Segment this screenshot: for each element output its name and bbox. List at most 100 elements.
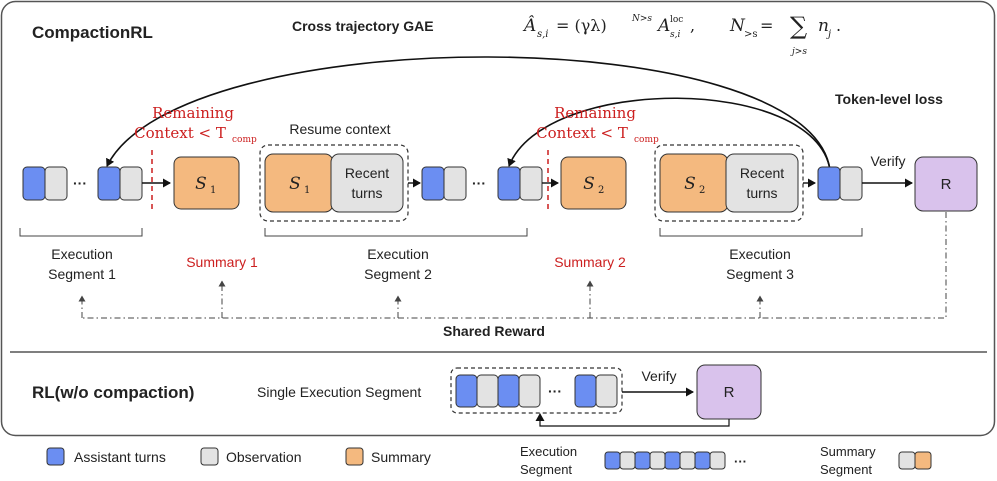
ellipsis: ··· <box>472 175 486 191</box>
assistant-turn-block <box>694 451 711 470</box>
observation-block <box>519 166 543 201</box>
svg-text:j: j <box>826 29 831 40</box>
observation-block <box>119 166 143 201</box>
recent-turns-label: Recent <box>740 165 784 181</box>
verify-label: Verify <box>870 153 905 169</box>
summary-1-label: Summary 1 <box>186 254 258 270</box>
svg-text:=: = <box>760 16 773 35</box>
observation-block <box>679 451 696 470</box>
assistant-turn-block <box>497 166 521 201</box>
svg-text:s,i: s,i <box>537 29 549 40</box>
svg-text:n: n <box>818 16 829 36</box>
summary-2-label: Summary 2 <box>554 254 626 270</box>
summary-s2-label: S <box>583 174 595 194</box>
svg-text:s,i: s,i <box>670 30 680 40</box>
segment-3-label: Execution <box>729 246 790 262</box>
outer-frame <box>0 0 996 437</box>
resume-context-box-2 <box>654 144 804 222</box>
observation-block <box>476 374 499 408</box>
segment-3-blocks <box>817 166 863 201</box>
legend-summary-seg-label: Segment <box>820 462 872 477</box>
ellipsis: ··· <box>548 383 562 399</box>
comp-subscript-1: comp <box>232 135 257 145</box>
observation-block <box>709 451 726 470</box>
summary-s1-label: S <box>195 174 207 194</box>
svg-text:>s: >s <box>744 29 758 40</box>
compactionrl-title: CompactionRL <box>32 23 153 42</box>
segment-3-label: Segment 3 <box>726 266 794 282</box>
segment-2-label: Execution <box>367 246 428 262</box>
remaining-label-2: Remaining <box>554 104 636 122</box>
svg-text:.: . <box>836 16 841 35</box>
segment-3-bracket <box>659 228 863 237</box>
observation-block <box>443 166 467 201</box>
summary-s2 <box>560 156 627 210</box>
recent-turns-label: Recent <box>345 165 389 181</box>
svg-text:N>s: N>s <box>631 14 652 24</box>
observation-block <box>898 451 916 470</box>
segment-1-blocks: ··· <box>22 166 143 201</box>
recent-turns-label: turns <box>351 185 382 201</box>
segment-1-label: Execution <box>51 246 112 262</box>
context-label-2: Context < T <box>536 124 628 142</box>
shared-reward-lines <box>78 212 947 319</box>
bottom-reward-label: R <box>724 384 735 401</box>
observation-block <box>649 451 666 470</box>
svg-text:,: , <box>690 16 695 35</box>
svg-text:loc: loc <box>670 15 683 25</box>
assistant-turn-block <box>97 166 121 201</box>
summary-s1-resumed-sub: 1 <box>304 185 310 196</box>
observation-block <box>518 374 541 408</box>
ellipsis: ··· <box>73 175 87 191</box>
legend-exec-ellipsis: ··· <box>734 454 747 469</box>
legend-assistant-swatch <box>46 447 65 466</box>
gae-formula: Â s,i = (γλ) N>s A loc s,i , N >s = ∑ j>… <box>522 12 841 57</box>
assistant-turn-block <box>664 451 681 470</box>
svg-text:A: A <box>656 16 670 36</box>
assistant-turn-block <box>22 166 46 201</box>
recent-turns-box-2 <box>725 153 799 213</box>
summary-s2-resumed-sub: 2 <box>699 185 705 196</box>
reward-label: R <box>941 176 952 193</box>
reward-box <box>914 156 978 212</box>
legend-summary-label: Summary <box>371 449 431 465</box>
gae-arc-long <box>106 56 831 171</box>
observation-block <box>44 166 68 201</box>
summary-s1-sub: 1 <box>210 185 216 196</box>
assistant-turn-block <box>497 374 520 408</box>
summary-block <box>914 451 932 470</box>
assistant-turn-block <box>421 166 445 201</box>
svg-text:j>s: j>s <box>790 47 807 57</box>
svg-text:∑: ∑ <box>790 12 807 40</box>
token-loss-label: Token-level loss <box>835 91 943 107</box>
rl-baseline-title: RL(w/o compaction) <box>32 383 194 402</box>
gae-title: Cross trajectory GAE <box>292 18 434 34</box>
segment-2-blocks: ··· <box>421 166 543 201</box>
svg-text:Â: Â <box>522 15 536 36</box>
assistant-turn-block <box>604 451 621 470</box>
remaining-label-1: Remaining <box>152 104 234 122</box>
svg-text:N: N <box>729 16 746 36</box>
recent-turns-box-1 <box>330 153 404 213</box>
segment-2-bracket <box>264 228 528 237</box>
gae-arc-short <box>507 97 831 171</box>
segment-1-bracket <box>19 228 143 237</box>
summary-s1-resumed-label: S <box>289 174 301 194</box>
bottom-feedback-arrow <box>535 413 730 427</box>
observation-block <box>595 374 618 408</box>
assistant-turn-block <box>455 374 478 408</box>
single-segment-blocks: ··· <box>455 374 618 408</box>
legend: Assistant turns Observation Summary Exec… <box>46 444 932 477</box>
legend-exec-label: Segment <box>520 462 572 477</box>
assistant-turn-block <box>817 166 841 201</box>
single-segment-label: Single Execution Segment <box>257 384 421 400</box>
bottom-verify-label: Verify <box>641 368 676 384</box>
assistant-turn-block <box>634 451 651 470</box>
comp-subscript-2: comp <box>634 135 659 145</box>
legend-summary-seg-label: Summary <box>820 444 876 459</box>
legend-observation-swatch <box>200 447 219 466</box>
legend-exec-label: Execution <box>520 444 577 459</box>
resume-context-label: Resume context <box>289 121 390 137</box>
observation-block <box>839 166 863 201</box>
